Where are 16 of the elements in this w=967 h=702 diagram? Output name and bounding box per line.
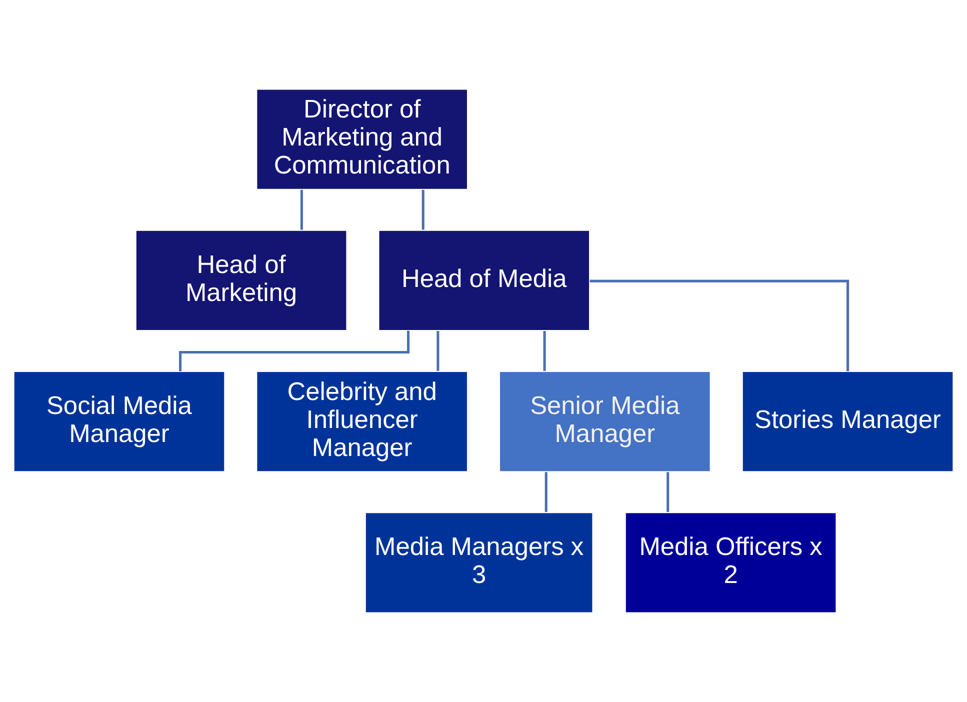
node-box: Stories Manager xyxy=(742,370,954,472)
connector xyxy=(590,280,850,372)
connector xyxy=(422,190,424,230)
node-box: Head of Media xyxy=(378,230,590,332)
connector xyxy=(666,472,670,512)
node-box: Media Officers x 2 xyxy=(624,512,837,614)
node-box: Media Managers x 3 xyxy=(364,512,594,614)
node-box: Director of Marketing and Communication xyxy=(256,88,468,190)
node-box: Senior Media Manager xyxy=(498,370,712,472)
node-box: Celebrity and Influencer Manager xyxy=(256,370,468,472)
connector xyxy=(436,331,440,371)
connector xyxy=(543,331,546,371)
node-box: Social Media Manager xyxy=(13,370,226,472)
node-box: Head of Marketing xyxy=(135,230,348,332)
connector xyxy=(544,472,548,512)
connector xyxy=(300,190,303,230)
